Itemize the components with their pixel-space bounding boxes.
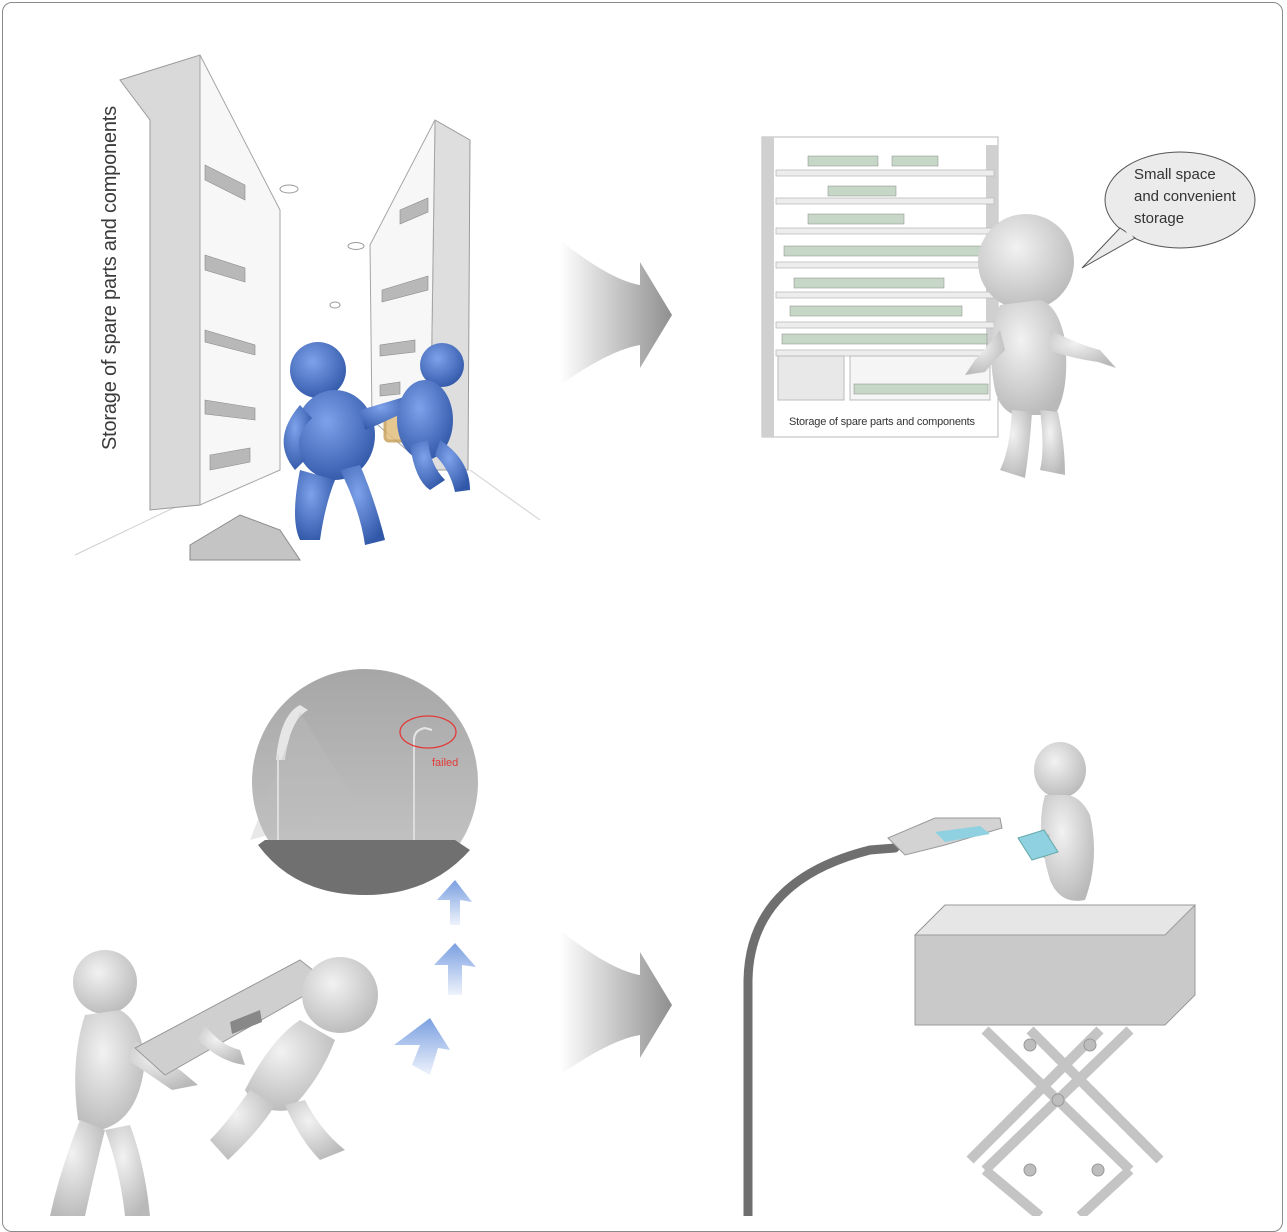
- transition-arrow-icon: [560, 240, 672, 385]
- transition-arrow-icon: [560, 930, 672, 1075]
- shelf-vertical-label: Storage of spare parts and components: [99, 106, 122, 450]
- cluttered-storage-scene: [75, 55, 540, 560]
- failed-lamp-inset: [250, 669, 478, 895]
- speech-line: Small space: [1134, 164, 1236, 186]
- carrying-figures: [50, 950, 378, 1216]
- lift-repair-scene: [748, 742, 1195, 1216]
- gray-figure-presenting: [965, 214, 1116, 478]
- technician-figure: [1034, 742, 1094, 901]
- failed-annotation: failed: [432, 757, 458, 769]
- speech-line: and convenient: [1134, 186, 1236, 208]
- upward-arrow-icon: [394, 880, 476, 1075]
- shelf-caption: Storage of spare parts and components: [789, 416, 975, 428]
- speech-bubble-text: Small space and convenient storage: [1134, 164, 1236, 230]
- speech-line: storage: [1134, 208, 1236, 230]
